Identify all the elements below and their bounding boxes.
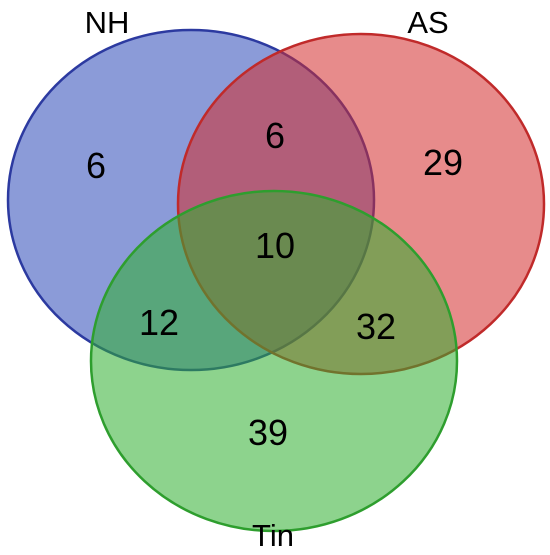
set-label-as: AS bbox=[407, 5, 448, 40]
region-count-nh-as: 6 bbox=[265, 115, 285, 156]
region-count-as-tin: 32 bbox=[356, 306, 396, 347]
region-count-nh-tin: 12 bbox=[139, 302, 179, 343]
region-count-nh-only: 6 bbox=[86, 145, 106, 186]
region-count-all-three: 10 bbox=[255, 225, 295, 266]
set-label-nh: NH bbox=[85, 5, 130, 40]
region-count-tin-only: 39 bbox=[248, 412, 288, 453]
region-count-as-only: 29 bbox=[423, 142, 463, 183]
set-label-tin: Tin bbox=[252, 518, 294, 553]
set-circle-tin bbox=[89, 189, 459, 533]
